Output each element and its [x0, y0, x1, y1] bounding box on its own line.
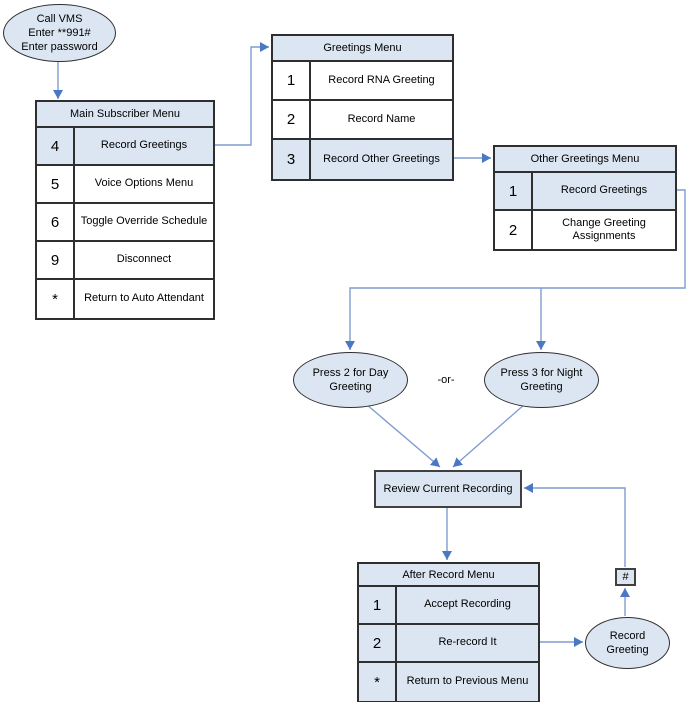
- menu-key: 3: [273, 140, 311, 179]
- after-record-row-accept: 1 Accept Recording: [359, 587, 538, 625]
- connector-main-menu-to-greetings-menu: [214, 42, 269, 146]
- other-greetings-row-change-assignments: 2 Change Greeting Assignments: [495, 211, 675, 249]
- menu-key: 2: [495, 211, 533, 249]
- menu-key: 4: [37, 128, 75, 164]
- after-record-row-return-previous: * Return to Previous Menu: [359, 663, 538, 701]
- main-menu-row-return-auto-attendant: * Return to Auto Attendant: [37, 280, 213, 318]
- connector-day-to-review: [365, 403, 441, 468]
- connector-hash-to-review: [524, 483, 626, 567]
- record-greeting-line-1: Record: [609, 629, 646, 642]
- main-menu-row-record-greetings: 4 Record Greetings: [37, 128, 213, 166]
- start-line-3: Enter password: [21, 41, 98, 54]
- night-line-2: Greeting: [520, 381, 563, 393]
- or-label: -or-: [437, 374, 455, 386]
- start-line-1: Call VMS: [36, 12, 83, 25]
- record-greeting-line-2: Greeting: [606, 644, 649, 656]
- other-greetings-title: Other Greetings Menu: [495, 147, 675, 173]
- greetings-row-record-rna: 1 Record RNA Greeting: [273, 62, 452, 101]
- menu-key: 2: [359, 625, 397, 661]
- menu-key: *: [359, 663, 397, 701]
- menu-label: Record Other Greetings: [323, 152, 440, 165]
- menu-label: Record Name: [347, 112, 416, 125]
- menu-key: 1: [359, 587, 397, 623]
- menu-label: Voice Options Menu: [94, 177, 194, 190]
- menu-key: 1: [273, 62, 311, 99]
- menu-label: Re-record It: [438, 636, 497, 649]
- main-subscriber-menu-table: Main Subscriber Menu 4 Record Greetings …: [35, 100, 215, 320]
- review-recording-box: Review Current Recording: [374, 470, 522, 508]
- greetings-row-record-name: 2 Record Name: [273, 101, 452, 140]
- hash-key-label: #: [622, 571, 629, 583]
- day-greeting-ellipse: Press 2 for Day Greeting: [293, 352, 408, 408]
- other-greetings-row-record: 1 Record Greetings: [495, 173, 675, 211]
- day-line-1: Press 2 for Day: [312, 366, 389, 379]
- menu-label: Return to Previous Menu: [406, 675, 529, 688]
- menu-label: Return to Auto Attendant: [84, 292, 204, 305]
- menu-key: *: [37, 280, 75, 318]
- greetings-menu-table: Greetings Menu 1 Record RNA Greeting 2 R…: [271, 34, 454, 181]
- after-record-row-rerecord: 2 Re-record It: [359, 625, 538, 663]
- night-line-1: Press 3 for Night: [500, 366, 583, 379]
- after-record-title: After Record Menu: [359, 564, 538, 587]
- night-greeting-ellipse: Press 3 for Night Greeting: [484, 352, 599, 408]
- menu-label: Accept Recording: [424, 598, 511, 611]
- main-menu-row-toggle-override: 6 Toggle Override Schedule: [37, 204, 213, 242]
- start-ellipse: Call VMS Enter **991# Enter password: [3, 4, 116, 62]
- greetings-menu-title: Greetings Menu: [273, 36, 452, 62]
- greetings-row-record-other: 3 Record Other Greetings: [273, 140, 452, 179]
- menu-label: Disconnect: [116, 253, 172, 266]
- main-menu-row-disconnect: 9 Disconnect: [37, 242, 213, 280]
- hash-key-box: #: [615, 568, 636, 586]
- menu-key: 9: [37, 242, 75, 278]
- start-line-2: Enter **991#: [28, 26, 91, 39]
- menu-key: 2: [273, 101, 311, 138]
- other-greetings-menu-table: Other Greetings Menu 1 Record Greetings …: [493, 145, 677, 251]
- main-menu-row-voice-options: 5 Voice Options Menu: [37, 166, 213, 204]
- connector-night-to-review: [452, 403, 526, 468]
- menu-label: Change Greeting Assignments: [562, 216, 646, 242]
- after-record-menu-table: After Record Menu 1 Accept Recording 2 R…: [357, 562, 540, 702]
- main-menu-title: Main Subscriber Menu: [37, 102, 213, 128]
- day-line-2: Greeting: [329, 381, 372, 393]
- menu-label: Record RNA Greeting: [328, 73, 435, 86]
- menu-label: Record Greetings: [560, 184, 648, 197]
- menu-key: 1: [495, 173, 533, 209]
- menu-key: 5: [37, 166, 75, 202]
- review-recording-label: Review Current Recording: [383, 483, 513, 495]
- record-greeting-ellipse: Record Greeting: [585, 617, 670, 669]
- menu-label: Toggle Override Schedule: [80, 215, 208, 228]
- menu-label: Record Greetings: [100, 139, 188, 152]
- menu-key: 6: [37, 204, 75, 240]
